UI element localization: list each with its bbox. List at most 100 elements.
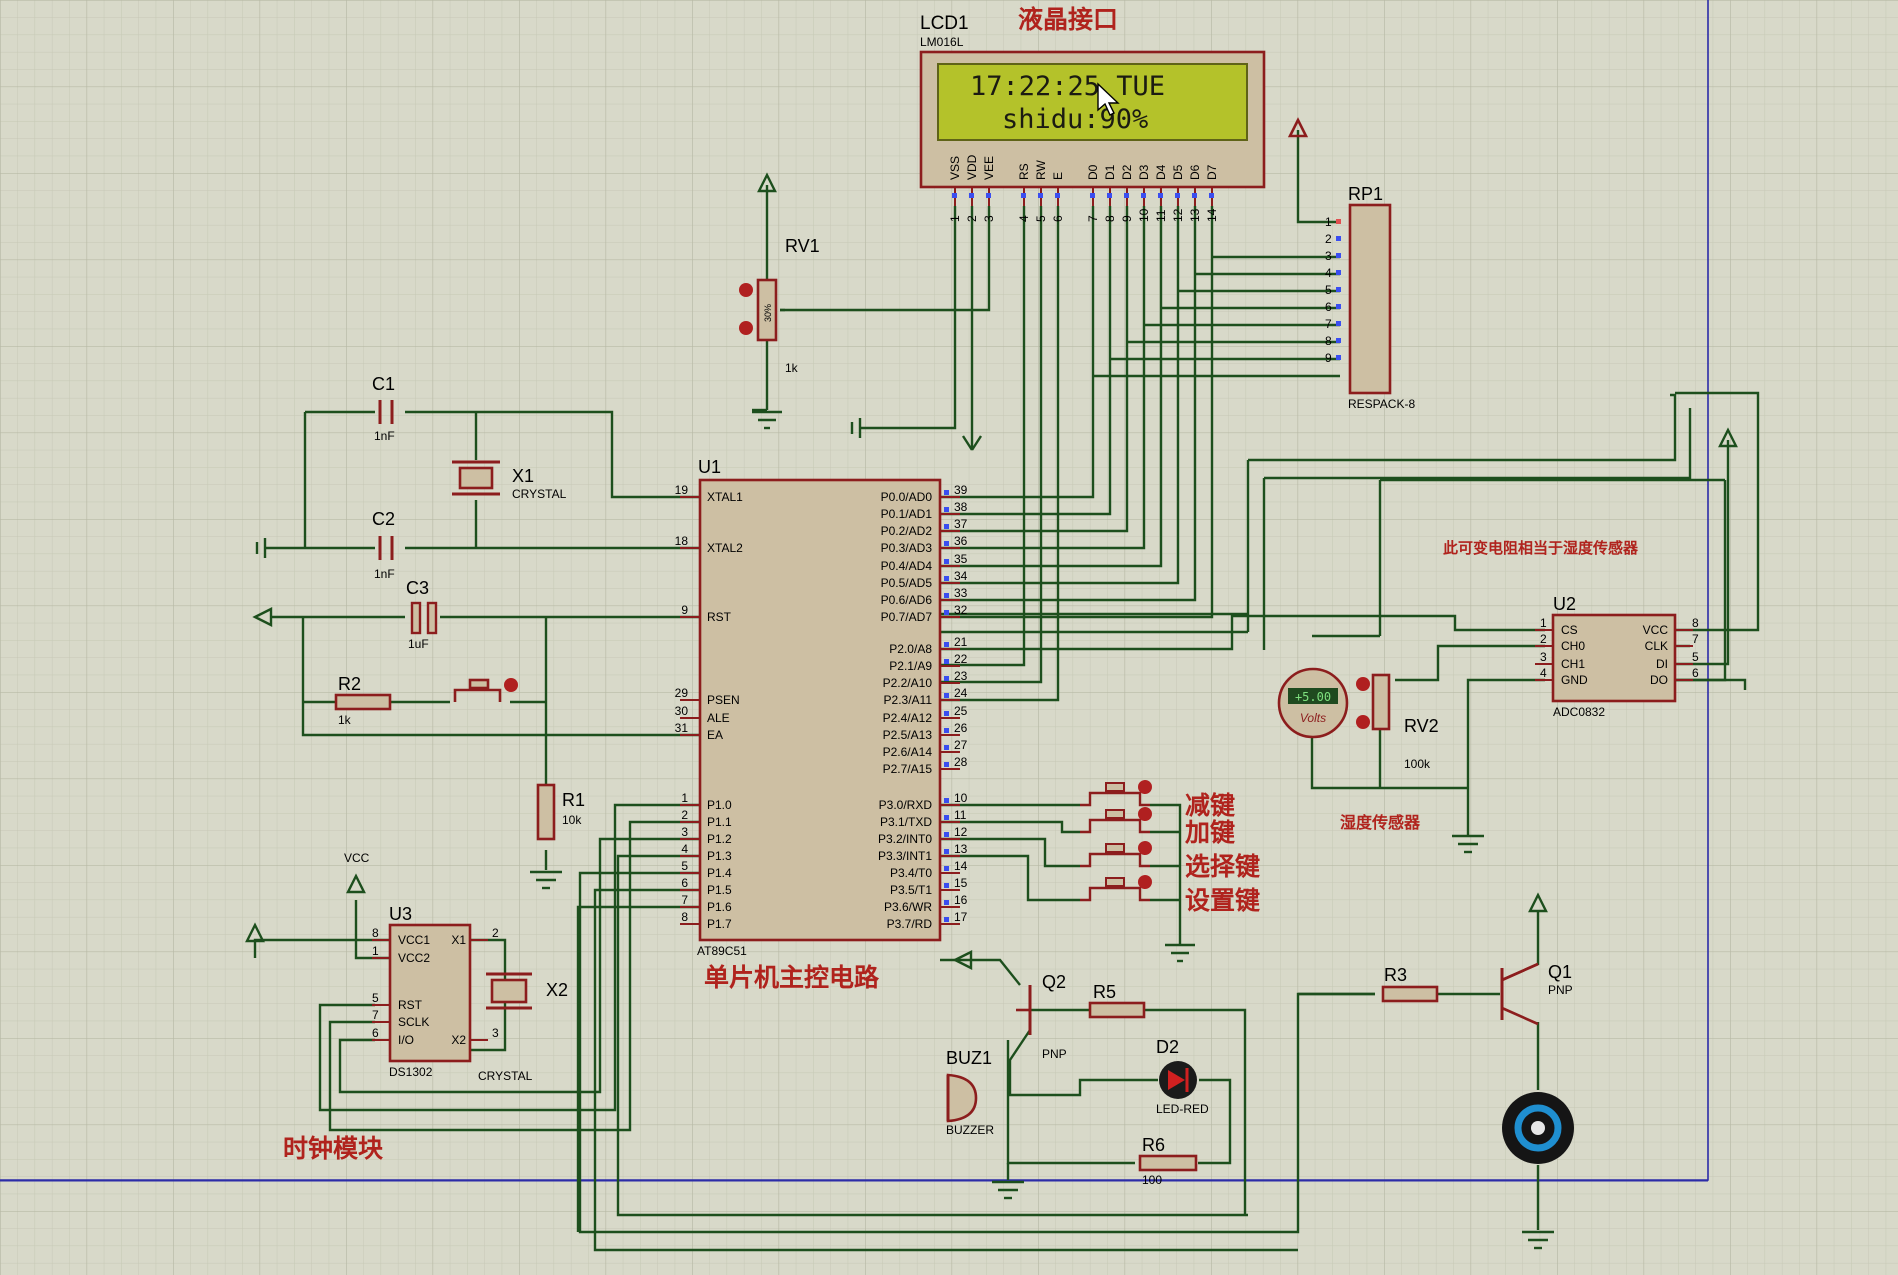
u1-pin-number: 18 [675, 534, 689, 548]
r1-body [536, 783, 556, 841]
power-arrow-icon [1287, 117, 1309, 138]
lcd-pin-label: D1 [1103, 164, 1117, 180]
rv1-inc-icon [739, 321, 753, 335]
lcd-pin-label: D4 [1154, 164, 1168, 180]
u3-pin-name: I/O [398, 1033, 414, 1047]
button-pin-icon [1138, 875, 1152, 889]
push-button[interactable] [1080, 791, 1150, 807]
lcd-pin-number: 1 [948, 215, 962, 222]
power-arrow-icon [952, 950, 973, 970]
u1-pin-number: 10 [954, 791, 968, 805]
pin-marker [944, 849, 949, 854]
rv1-ref: RV1 [785, 236, 820, 256]
lcd-pin-label: VEE [982, 156, 996, 180]
clock-circuit[interactable]: C1 1nF C2 1nF X1 CRYSTAL C3 1uF R2 1k R1… [252, 374, 585, 890]
u1-pin-number: 30 [675, 704, 689, 718]
button-cap[interactable] [1105, 843, 1125, 853]
c2-value: 1nF [374, 567, 395, 581]
rv2-ref: RV2 [1404, 716, 1439, 736]
u1-pin-number: 11 [954, 808, 967, 822]
voltmeter-reading: +5.00 [1295, 690, 1331, 704]
pin-marker [944, 798, 949, 803]
u1-pin-number: 13 [954, 842, 968, 856]
u1-pin-name: P2.0/A8 [889, 642, 932, 656]
pin-marker [944, 507, 949, 512]
rp1-pin-number: 6 [1325, 300, 1332, 314]
r2-value: 1k [338, 713, 352, 727]
x2-model: CRYSTAL [478, 1069, 533, 1083]
u1-pin-number: 14 [954, 859, 968, 873]
u2-pin-number: 8 [1692, 616, 1699, 630]
pin-marker [944, 815, 949, 820]
pin-marker [1209, 193, 1214, 198]
lcd-pin-labels: VSS1VDD2VEE3RS4RW5E6D07D18D29D310D411D51… [948, 154, 1219, 222]
button-label: 减键 [1185, 791, 1235, 820]
wire-d5 [940, 206, 1180, 585]
u1-model: AT89C51 [697, 944, 747, 958]
u1-pin-number: 16 [954, 893, 968, 907]
pin-marker [1192, 193, 1197, 198]
power-arrow-icon [252, 607, 273, 627]
button-cap[interactable] [1105, 809, 1125, 819]
alarm-circuit[interactable]: Q2 PNP R5 BUZ1 BUZZER D2 LED-RED R6 100 [946, 950, 1209, 1200]
pin-marker [1336, 338, 1341, 343]
u3-vcc-label: VCC [344, 851, 370, 865]
u1-pin-name: P0.7/AD7 [881, 610, 933, 624]
u1-pin-name: P3.6/WR [884, 900, 932, 914]
q2-ref: Q2 [1042, 972, 1066, 992]
x2-body [490, 978, 528, 1004]
lcd-module[interactable]: 17:22:25 TUE shidu:90% LCD1 LM016L 液晶接口 … [919, 5, 1266, 222]
pin-marker [1336, 287, 1341, 292]
button-pin-icon [1138, 841, 1152, 855]
wire-d0 [940, 206, 1095, 499]
rv1-potentiometer[interactable]: RV1 1k 30% [739, 172, 983, 451]
motor-circuit[interactable]: R3 Q1 PNP [1381, 892, 1574, 1250]
rp1-pin-number: 4 [1325, 266, 1332, 280]
c3-plate [410, 601, 422, 635]
wire-rp1-power [1296, 130, 1340, 224]
pin-marker [944, 745, 949, 750]
lcd-pin-number: 13 [1188, 208, 1202, 222]
u1-pin-name: P1.6 [707, 900, 732, 914]
u1-pin-name: P2.5/A13 [883, 728, 933, 742]
pin-marker [944, 832, 949, 837]
u1-body [698, 478, 942, 942]
x1-ref: X1 [512, 466, 534, 486]
x1-model: CRYSTAL [512, 487, 567, 501]
u1-pin-name: P1.2 [707, 832, 732, 846]
wire-vss [860, 206, 957, 430]
rv1-dec-icon [739, 283, 753, 297]
lcd-ref: LCD1 [920, 13, 969, 34]
u1-pin-number: 23 [954, 669, 968, 683]
pin-marker [944, 659, 949, 664]
push-button[interactable] [1080, 886, 1150, 902]
button-cap[interactable] [1105, 782, 1125, 792]
pin-marker [944, 711, 949, 716]
rv2-caption: 湿度传感器 [1339, 813, 1421, 832]
u2-pin-name: CS [1561, 623, 1578, 637]
u2-pin-number: 2 [1540, 632, 1547, 646]
pin-marker [944, 676, 949, 681]
lcd-pin-number: 9 [1120, 215, 1134, 222]
push-button[interactable] [1080, 818, 1150, 834]
lcd-pin-number: 12 [1171, 208, 1185, 222]
rv1-value: 1k [785, 361, 799, 375]
button-label: 加键 [1184, 818, 1235, 847]
c1-value: 1nF [374, 429, 395, 443]
pin-marker [1336, 236, 1341, 241]
button-cap[interactable] [1105, 877, 1125, 887]
pin-marker [944, 524, 949, 529]
c3-ref: C3 [406, 578, 429, 598]
push-button[interactable] [1080, 852, 1150, 868]
rv2-humidity-sensor[interactable]: RV2 100k 湿度传感器 +5.00 Volts [1277, 667, 1439, 832]
lcd-pin-number: 3 [982, 215, 996, 222]
pin-marker [944, 576, 949, 581]
u1-pin-name: P2.4/A12 [883, 711, 933, 725]
